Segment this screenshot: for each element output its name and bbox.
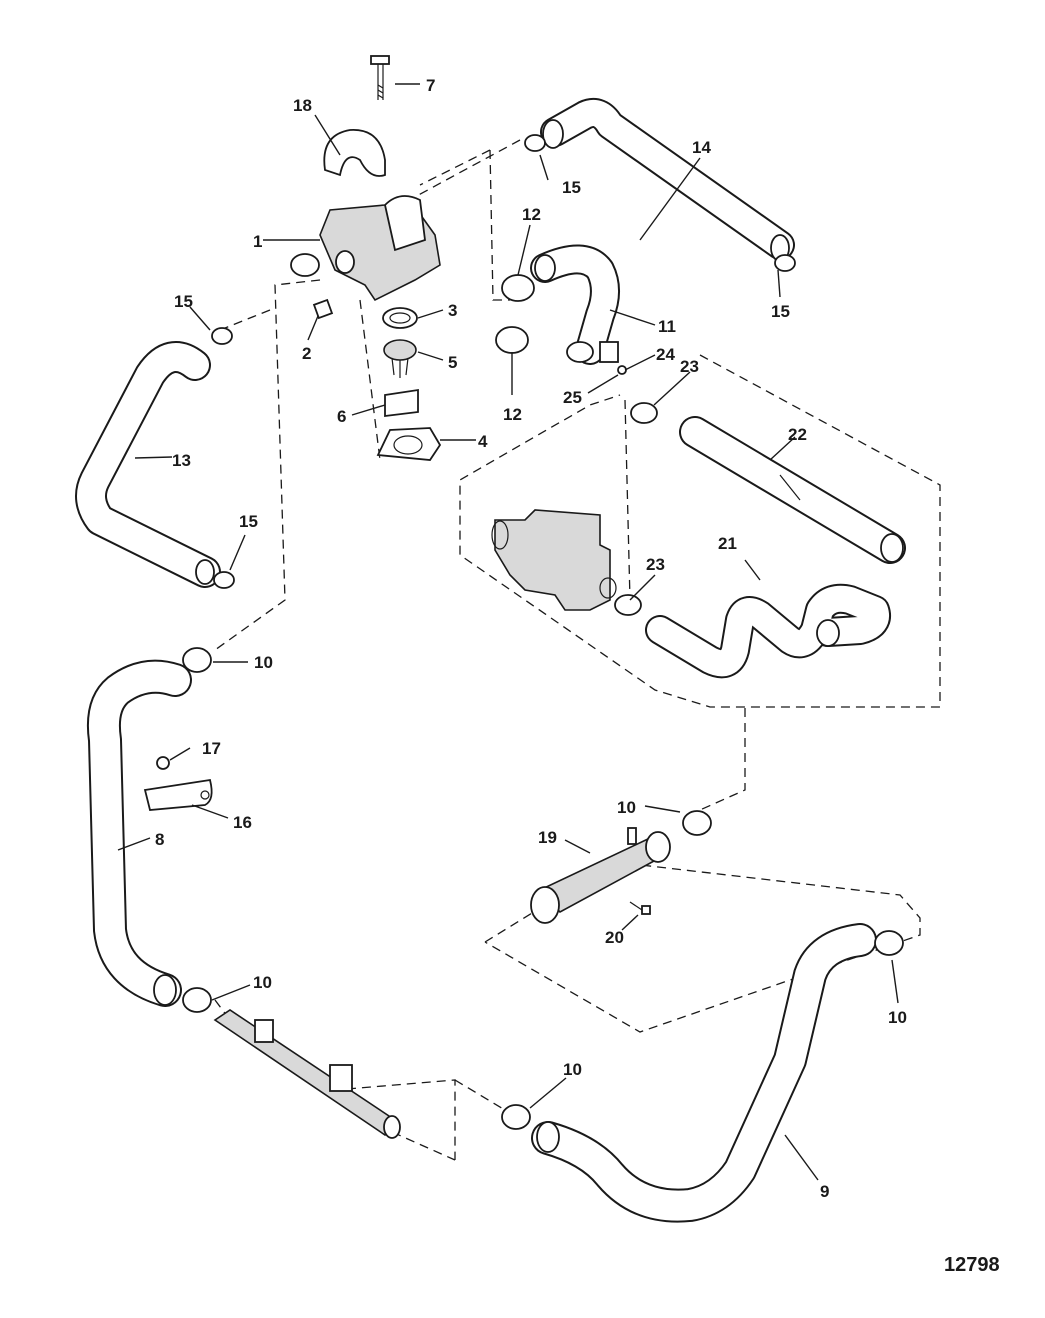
callout-13: 13	[172, 451, 191, 470]
thermostat-5	[383, 339, 417, 378]
callout-24: 24	[656, 345, 675, 364]
callout-4: 4	[478, 432, 488, 451]
callout-18: 18	[293, 96, 312, 115]
callout-10: 10	[563, 1060, 582, 1079]
callout-10: 10	[253, 973, 272, 992]
hose-21	[645, 583, 891, 679]
callout-12: 12	[522, 205, 541, 224]
callout-21: 21	[718, 534, 737, 553]
callout-15: 15	[771, 302, 790, 321]
figure-number: 12798	[944, 1254, 1000, 1276]
callout-23: 23	[646, 555, 665, 574]
leader-lines	[117, 83, 899, 1181]
hose-14	[540, 98, 795, 262]
hose-22	[679, 416, 906, 564]
callout-12: 12	[503, 405, 522, 424]
callout-15: 15	[562, 178, 581, 197]
callout-7: 7	[426, 76, 435, 95]
thermostat-housing-1	[290, 195, 441, 302]
callout-labels: 7 18 15 14 1 12 15 3 15 11 2 5 24 23 25 …	[155, 76, 907, 1201]
water-tube-lower	[213, 1009, 401, 1139]
callout-2: 2	[302, 344, 311, 363]
callout-16: 16	[233, 813, 252, 832]
callout-1: 1	[253, 232, 262, 251]
fitting-24-25	[599, 341, 627, 375]
hose-13	[75, 341, 221, 588]
gasket-3	[382, 307, 418, 329]
callout-25: 25	[563, 388, 582, 407]
cooler-19	[530, 827, 671, 924]
callout-3: 3	[448, 301, 457, 320]
bolt-7	[370, 55, 390, 100]
callout-15: 15	[174, 292, 193, 311]
callout-10: 10	[254, 653, 273, 672]
cover-18	[323, 129, 386, 177]
callout-10: 10	[617, 798, 636, 817]
plug-2	[312, 298, 334, 320]
hose-8	[86, 659, 192, 1007]
gasket-4	[376, 427, 442, 461]
callout-23: 23	[680, 357, 699, 376]
callout-9: 9	[820, 1182, 829, 1201]
callout-8: 8	[155, 830, 164, 849]
seal-6	[384, 388, 419, 418]
hose-9	[531, 923, 877, 1223]
callout-19: 19	[538, 828, 557, 847]
bracket-16-17	[143, 756, 213, 811]
callout-17: 17	[202, 739, 221, 758]
callout-6: 6	[337, 407, 346, 426]
screw-20	[629, 901, 651, 915]
callout-14: 14	[692, 138, 711, 157]
clamps	[182, 134, 904, 1130]
heat-exchanger-outline	[491, 509, 617, 611]
hose-11	[530, 244, 620, 365]
callout-22: 22	[788, 425, 807, 444]
callout-15: 15	[239, 512, 258, 531]
callout-10: 10	[888, 1008, 907, 1027]
callout-5: 5	[448, 353, 457, 372]
assembly-dash-lines	[214, 139, 941, 1161]
callout-20: 20	[605, 928, 624, 947]
callout-11: 11	[658, 317, 676, 336]
